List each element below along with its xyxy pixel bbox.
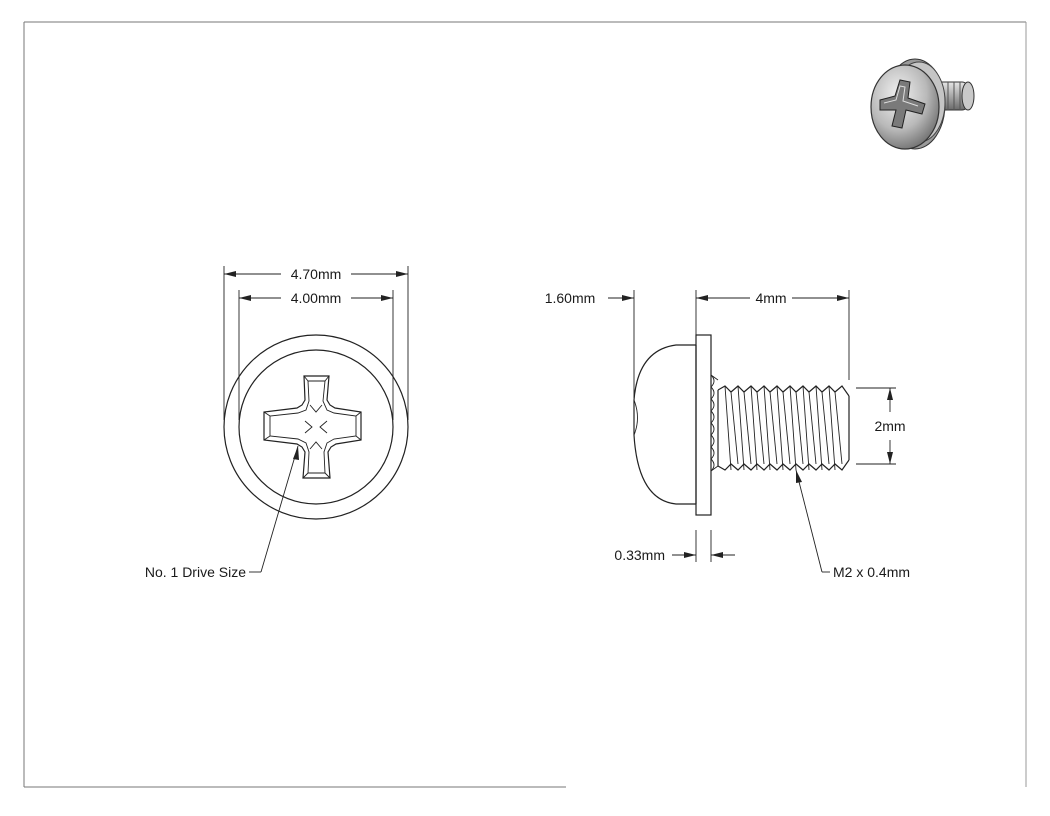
washer bbox=[695, 334, 712, 516]
dim-washer-thickness: 0.33mm bbox=[614, 530, 735, 563]
dim-label-1-60: 1.60mm bbox=[545, 290, 596, 306]
screw-3d-icon bbox=[870, 58, 975, 150]
front-view: 4.70mm 4.00mm No. 1 Drive Size bbox=[145, 266, 409, 580]
sheet-border bbox=[23, 21, 1027, 788]
dim-thread-diameter: 2mm bbox=[856, 387, 906, 465]
threaded-shaft bbox=[717, 385, 850, 471]
thread-spec-callout: M2 x 0.4mm bbox=[795, 469, 910, 580]
phillips-recess-icon bbox=[263, 375, 362, 479]
washer-outer-circle bbox=[223, 334, 409, 520]
dim-label-2: 2mm bbox=[874, 418, 905, 434]
drive-size-label: No. 1 Drive Size bbox=[145, 564, 246, 580]
dim-label-4: 4mm bbox=[755, 290, 786, 306]
dim-label-4-70: 4.70mm bbox=[291, 266, 342, 282]
thread-spec-label: M2 x 0.4mm bbox=[833, 564, 910, 580]
dim-head-height: 1.60mm bbox=[545, 290, 708, 398]
dim-head-outer: 4.70mm bbox=[223, 266, 409, 420]
side-view: 1.60mm 4mm 2mm 0.33mm bbox=[545, 290, 910, 580]
head-circle bbox=[238, 349, 394, 505]
dim-length: 4mm bbox=[696, 290, 850, 380]
dim-label-4-00: 4.00mm bbox=[291, 290, 342, 306]
dim-label-0-33: 0.33mm bbox=[614, 547, 665, 563]
pan-head bbox=[633, 344, 696, 505]
drive-size-callout: No. 1 Drive Size bbox=[145, 445, 299, 580]
dim-head-inner: 4.00mm bbox=[238, 290, 394, 420]
